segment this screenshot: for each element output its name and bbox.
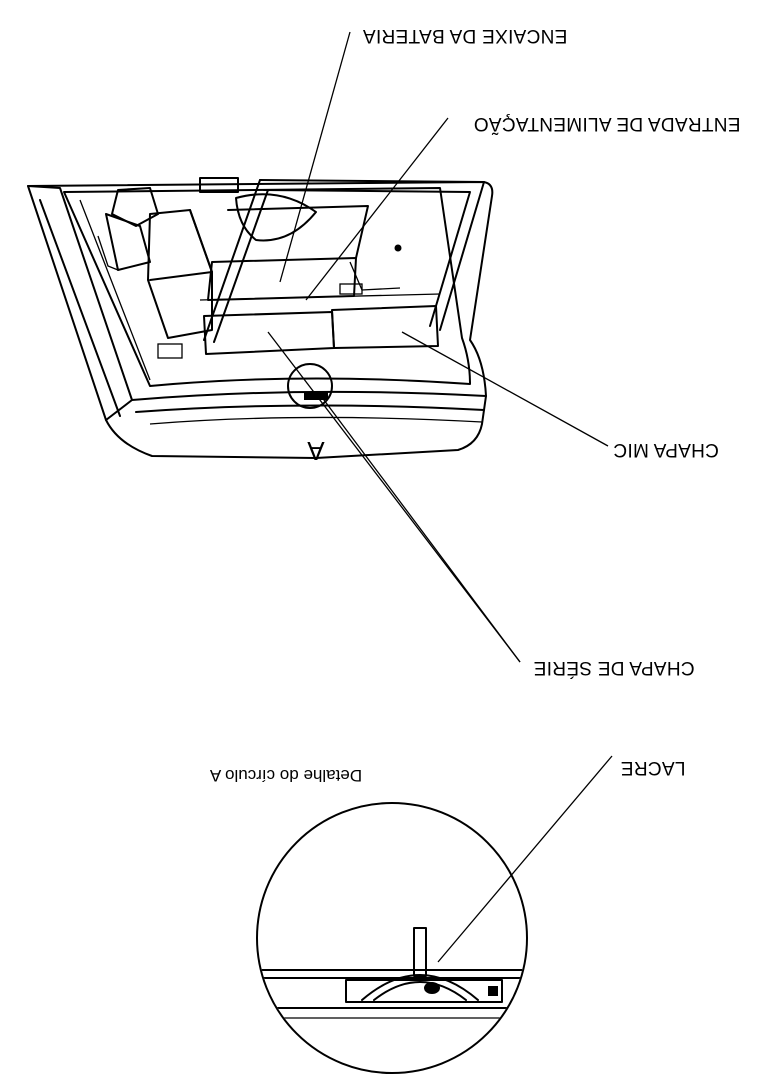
circle-mark-label: A	[307, 436, 325, 466]
mic-plate-label: CHAPA MIC	[613, 439, 719, 460]
device-components	[97, 187, 441, 400]
leader-lines	[267, 31, 613, 963]
seal-label: LACRE	[621, 757, 686, 778]
device-body	[27, 177, 494, 459]
serial-plate-label: CHAPA DE SÉRIE	[533, 657, 694, 678]
detail-view	[256, 802, 528, 1074]
power-inlet-label: ENTRADA DE ALIMENTAÇÃO	[473, 113, 740, 135]
detail-title: Detalhe do círculo A	[209, 766, 362, 785]
battery-slot-label: ENCAIXE DA BATERIA	[363, 25, 568, 46]
detail-circle-marker	[287, 363, 333, 409]
